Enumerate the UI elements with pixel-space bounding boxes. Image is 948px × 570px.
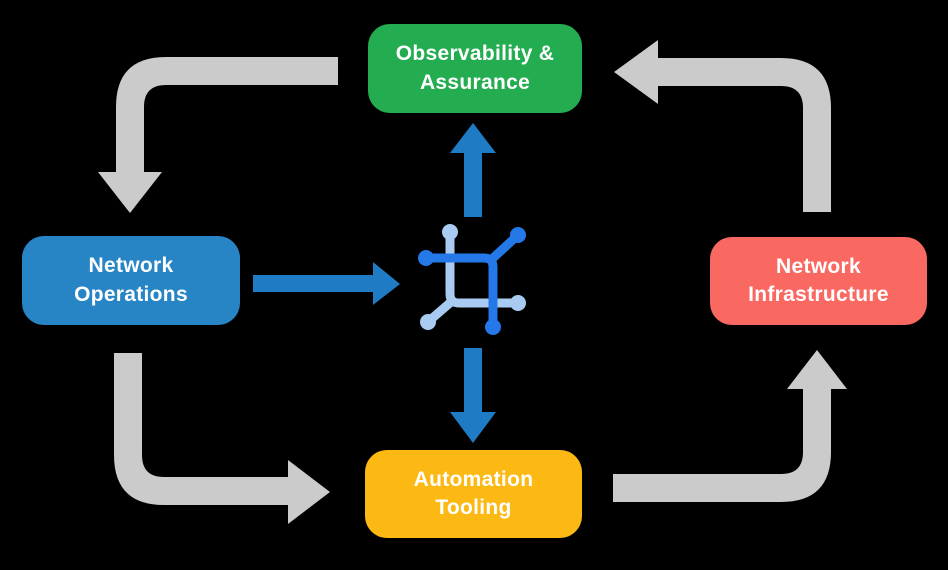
- arrow-operations-to-automation: [114, 353, 330, 524]
- arrow-automation-to-infrastructure: [613, 350, 847, 502]
- node-network-infrastructure-label: Network Infrastructure: [748, 254, 889, 306]
- node-observability-assurance: Observability & Assurance: [368, 24, 582, 113]
- network-mesh-icon-light-part: [420, 224, 526, 330]
- network-mesh-icon: [418, 224, 526, 335]
- arrow-center-to-automation: [450, 348, 496, 443]
- arrow-center-to-observability: [450, 123, 496, 217]
- node-network-infrastructure: Network Infrastructure: [710, 237, 927, 325]
- arrow-infrastructure-to-observability: [614, 40, 831, 212]
- arrow-observability-to-operations: [98, 57, 338, 213]
- arrow-operations-to-center: [253, 262, 400, 305]
- node-observability-assurance-label: Observability & Assurance: [395, 42, 555, 94]
- node-network-operations: Network Operations: [22, 236, 240, 325]
- node-automation-tooling-label: Automation Tooling: [413, 467, 534, 519]
- network-mesh-icon-dark-part: [418, 227, 526, 335]
- node-automation-tooling: Automation Tooling: [365, 450, 582, 538]
- node-network-operations-label: Network Operations: [74, 254, 188, 306]
